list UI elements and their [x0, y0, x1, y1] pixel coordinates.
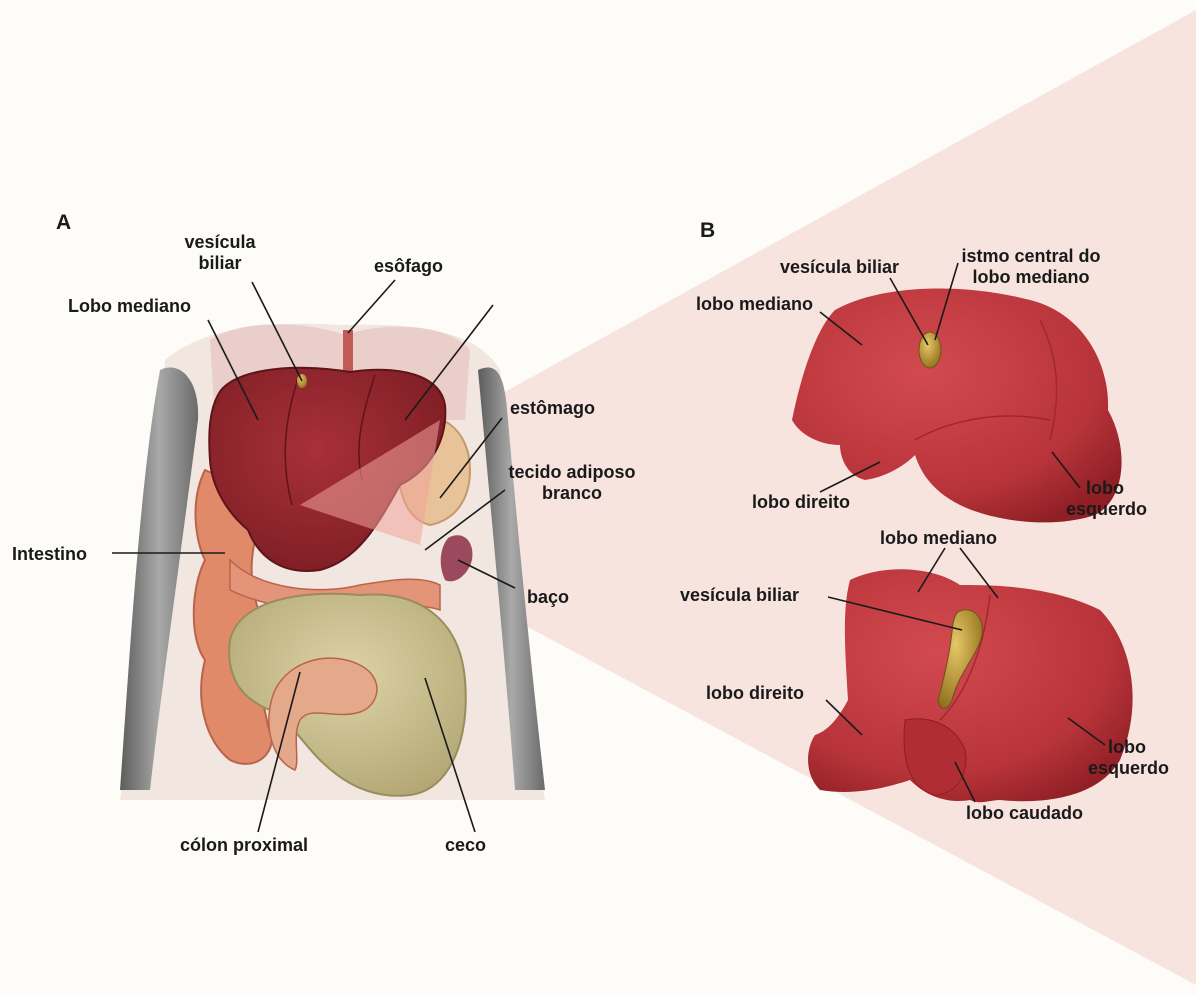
label-lobo-mediano-a: Lobo mediano	[68, 296, 191, 317]
label-estomago: estômago	[510, 398, 595, 419]
panel-b-letter: B	[700, 220, 715, 241]
gallbladder-b-top	[919, 332, 941, 368]
panel-a-letter: A	[56, 212, 71, 233]
label-istmo: istmo central do lobo mediano	[940, 246, 1122, 288]
label-lobo-esquerdo-b-bottom: lobo esquerdo	[1088, 737, 1166, 779]
label-intestino: Intestino	[12, 544, 87, 565]
label-lobo-mediano-b-top: lobo mediano	[696, 294, 813, 315]
label-lobo-mediano-b-bottom: lobo mediano	[880, 528, 997, 549]
label-lobo-caudado: lobo caudado	[966, 803, 1083, 824]
label-baco: baço	[527, 587, 569, 608]
label-vesicula-biliar-b-bottom: vesícula biliar	[680, 585, 799, 606]
label-vesicula-biliar-a: vesícula biliar	[170, 232, 270, 274]
label-colon-proximal: cólon proximal	[180, 835, 308, 856]
label-esofago: esôfago	[374, 256, 443, 277]
label-vesicula-biliar-b-top: vesícula biliar	[780, 257, 899, 278]
label-lobo-direito-b-bottom: lobo direito	[706, 683, 804, 704]
label-tecido-adiposo: tecido adiposo branco	[506, 462, 638, 504]
label-lobo-esquerdo-b-top: lobo esquerdo	[1066, 478, 1144, 520]
label-lobo-direito-b-top: lobo direito	[752, 492, 850, 513]
panel-a-body	[120, 324, 545, 800]
label-ceco: ceco	[445, 835, 486, 856]
